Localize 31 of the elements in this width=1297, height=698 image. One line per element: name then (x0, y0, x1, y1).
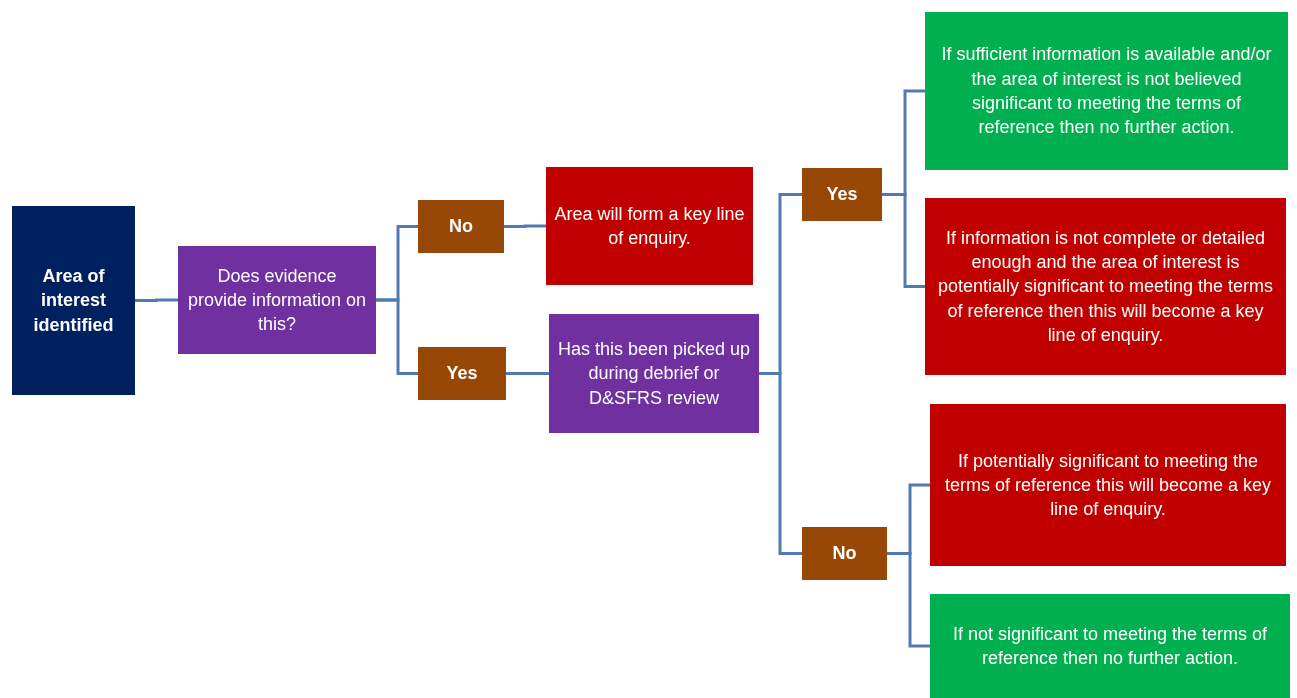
node-text: If potentially significant to meeting the terms of reference this will become a key line of enquiry. (943, 449, 1273, 522)
connector-line (882, 193, 925, 288)
node-text: Yes (446, 362, 478, 386)
connector-line (506, 372, 549, 375)
connector-line (504, 224, 546, 228)
connector-line (376, 298, 418, 375)
outcome-box (546, 167, 753, 285)
outcome-box (930, 594, 1290, 698)
outcome-box (925, 12, 1288, 170)
node-text: Area will form a key line of enquiry. (554, 202, 745, 250)
question-box (549, 314, 759, 433)
question-box (178, 246, 376, 354)
node-text: Has this been picked up during debrief or D&SFRS review (557, 338, 751, 410)
node-text: If information is not complete or detailed enough and the area of interest is potentially significant to meeting the terms of reference then this will become a key line of enquiry. (936, 226, 1275, 347)
node-text: No (832, 542, 857, 566)
node-text: No (449, 215, 473, 239)
node-text: Area of interest identified (32, 265, 115, 337)
outcome-box (930, 404, 1286, 566)
answer-box (802, 527, 887, 580)
node-text: Yes (826, 183, 858, 207)
outcome-box (925, 198, 1286, 375)
node-text: If sufficient information is available and/or the area of interest is not believed significant to meeting the terms of reference then no further action. (940, 43, 1273, 140)
connector-line (135, 298, 178, 302)
start-box (12, 206, 135, 395)
answer-box (802, 168, 882, 221)
connector-line (887, 552, 930, 648)
answer-box (418, 347, 506, 400)
answer-box (418, 200, 504, 253)
connector-line (759, 372, 802, 555)
node-text: Does evidence provide information on this? (186, 264, 368, 337)
node-text: If not significant to meeting the terms of reference then no further action. (951, 622, 1269, 670)
